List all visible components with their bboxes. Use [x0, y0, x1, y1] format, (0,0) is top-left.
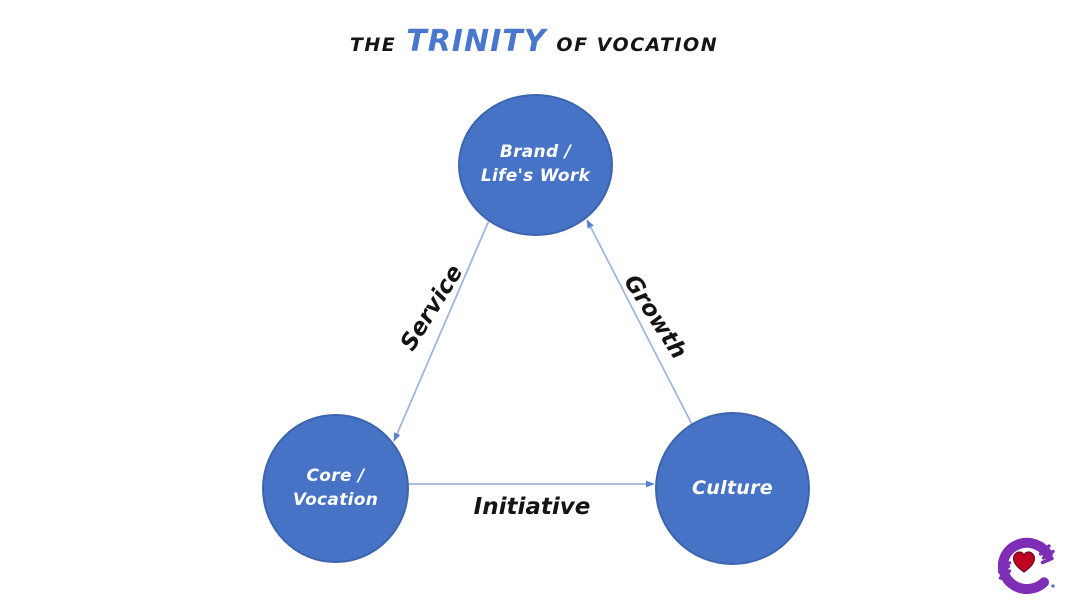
title-word-of-vocation: OF VOCATION	[556, 34, 719, 56]
page-title: THE TRINITY OF VOCATION	[0, 24, 1068, 59]
hands-heart-logo-icon	[997, 537, 1055, 595]
node-brand: Brand / Life's Work	[458, 94, 613, 236]
node-core: Core / Vocation	[262, 414, 409, 563]
node-core-label-line1: Core /	[306, 465, 365, 486]
title-word-the: THE	[349, 34, 397, 56]
node-brand-label-line2: Life's Work	[480, 166, 591, 186]
logo-heart-icon	[1012, 551, 1036, 573]
node-brand-label-line1: Brand /	[499, 142, 572, 163]
title-word-trinity: TRINITY	[406, 24, 547, 59]
logo-bottom-hand	[1000, 570, 1049, 595]
node-culture-label: Culture	[692, 477, 773, 500]
edge-service-line	[393, 217, 491, 442]
logo-dot	[1051, 584, 1055, 588]
edge-growth-line	[586, 219, 701, 441]
logo-bottom-hand-fingers	[997, 561, 1012, 580]
logo-top-hand-fingers	[1038, 544, 1055, 565]
node-culture: Culture	[655, 412, 810, 565]
node-core-label-line2: Vocation	[292, 489, 379, 510]
edge-label-initiative: Initiative	[473, 494, 591, 520]
